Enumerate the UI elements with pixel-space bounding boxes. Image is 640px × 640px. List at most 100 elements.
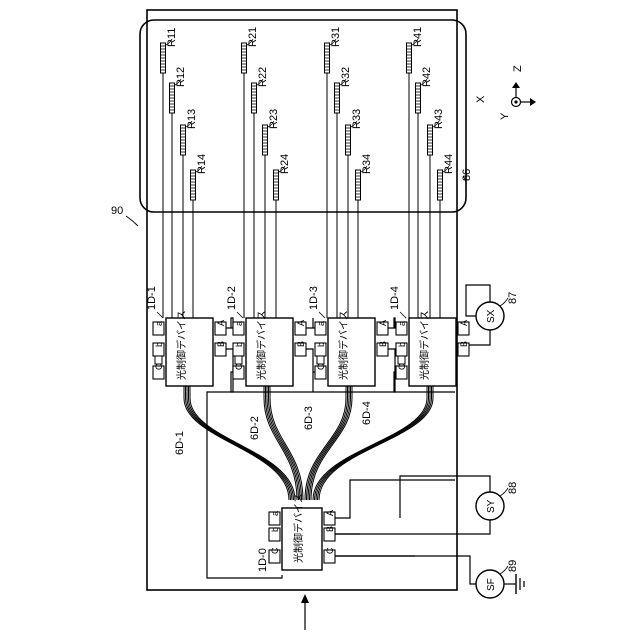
reader-rod: R42	[416, 67, 434, 113]
reader-rod: R43	[428, 109, 446, 155]
source-SY: SY 88	[476, 482, 519, 520]
reader-rod: R11	[161, 28, 179, 73]
axis-z-label: Z	[512, 65, 524, 72]
cable-label: 6D-3	[303, 406, 315, 430]
device-body	[166, 318, 213, 386]
port-link	[317, 356, 324, 364]
reader-rod: R13	[181, 109, 199, 155]
light-sources: SX 87SY 88SF 89	[476, 292, 524, 598]
device-id: 1D-2	[226, 286, 238, 310]
source-label: SY	[486, 499, 497, 513]
link-wire	[306, 349, 315, 392]
port-label: a	[234, 321, 244, 326]
device-text: 光制御デバイス	[255, 310, 268, 380]
cable-fiber	[186, 386, 291, 500]
reader-rod: R41	[407, 27, 425, 73]
port-link	[235, 356, 242, 364]
cable-fiber	[308, 386, 349, 500]
source-label: SF	[486, 578, 497, 591]
port-label: A	[216, 320, 226, 326]
reader-rod: R31	[325, 27, 343, 73]
source-ref: 89	[507, 560, 519, 572]
device-central: a bC A B C 光制御デバイス 1D-0	[257, 493, 335, 572]
port-label: b	[234, 342, 244, 347]
device-text: 光制御デバイス	[292, 493, 305, 563]
port-label: B	[459, 341, 469, 347]
reader-rod: R34	[356, 154, 374, 200]
port-label: a	[154, 321, 164, 326]
port-label: B	[296, 341, 306, 347]
reader-rod: R33	[346, 109, 364, 155]
input-arrow	[301, 594, 309, 630]
reader-rod: R14	[191, 154, 209, 200]
ground-symbol	[504, 574, 524, 594]
reader-rod: R32	[335, 67, 353, 113]
reader-rod: R23	[263, 109, 281, 155]
link-wire	[306, 318, 315, 328]
device-text: 光制御デバイス	[337, 310, 350, 380]
cable-fiber	[187, 386, 292, 500]
device-body	[328, 318, 375, 386]
port-label: b	[397, 342, 407, 347]
cable-fiber	[318, 386, 432, 500]
reader-rods: R11R12R13R14R21R22R23R24R31R32R33R34R41R…	[161, 27, 456, 200]
link-wire	[388, 318, 396, 328]
port-label: B	[216, 341, 226, 347]
reader-rod: R12	[170, 67, 188, 113]
port-label: b	[316, 342, 326, 347]
reader-rod: R44	[438, 154, 456, 200]
port-label: a	[397, 321, 407, 326]
link-wire	[226, 318, 233, 328]
device-text: 光制御デバイス	[175, 310, 188, 380]
cable-label: 6D-4	[361, 401, 373, 425]
source-label: SX	[486, 309, 497, 323]
port-link	[155, 356, 162, 364]
source-SF: SF 89	[476, 560, 519, 598]
device-id: 1D-3	[308, 286, 320, 310]
cable-label: 6D-2	[249, 416, 261, 440]
ref-main-leader	[126, 216, 138, 226]
source-wire	[469, 330, 490, 345]
device-text: 光制御デバイス	[418, 310, 431, 380]
svg-text:b: b	[270, 527, 280, 532]
link-wire	[335, 480, 455, 518]
source-wire	[335, 520, 490, 534]
ref-main-label: 90	[111, 205, 123, 217]
devices: abCAB光制御デバイス1D-1abCAB光制御デバイス1D-2abCAB光制御…	[146, 286, 469, 572]
port-label: B	[378, 341, 388, 347]
link-wire	[388, 349, 396, 392]
cable-fiber	[189, 386, 294, 500]
source-wire	[335, 556, 476, 584]
link-wire	[226, 349, 233, 392]
svg-text:C: C	[270, 547, 280, 554]
svg-text:B: B	[325, 526, 335, 532]
port-label: A	[378, 320, 388, 326]
svg-text:a: a	[270, 511, 280, 516]
device-1D-1: abCAB光制御デバイス1D-1	[146, 286, 226, 386]
port-label: b	[154, 342, 164, 347]
reader-rod: R21	[242, 27, 260, 73]
svg-text:C: C	[325, 547, 335, 554]
device-body	[409, 318, 456, 386]
axis-x-label: X	[475, 95, 487, 103]
ref-region-label: 86	[461, 169, 473, 181]
device-body	[246, 318, 293, 386]
axis-indicator: X Y Z	[475, 65, 536, 120]
device-1D-2: abCAB光制御デバイス1D-2	[226, 286, 306, 386]
source-ref: 88	[507, 482, 519, 494]
device-id: 1D-4	[389, 286, 401, 310]
port-label: A	[459, 320, 469, 326]
svg-text:A: A	[325, 510, 335, 516]
reader-rod: R22	[252, 67, 270, 113]
device-id: 1D-0	[257, 548, 269, 572]
source-SX: SX 87	[476, 292, 519, 330]
source-ref: 87	[507, 292, 519, 304]
port-label: A	[296, 320, 306, 326]
device-id: 1D-1	[146, 286, 158, 310]
port-label: a	[316, 321, 326, 326]
cable-label: 6D-1	[174, 431, 186, 455]
port-link	[398, 356, 405, 364]
reader-rod: R24	[274, 154, 292, 200]
cable-fiber	[310, 386, 351, 500]
